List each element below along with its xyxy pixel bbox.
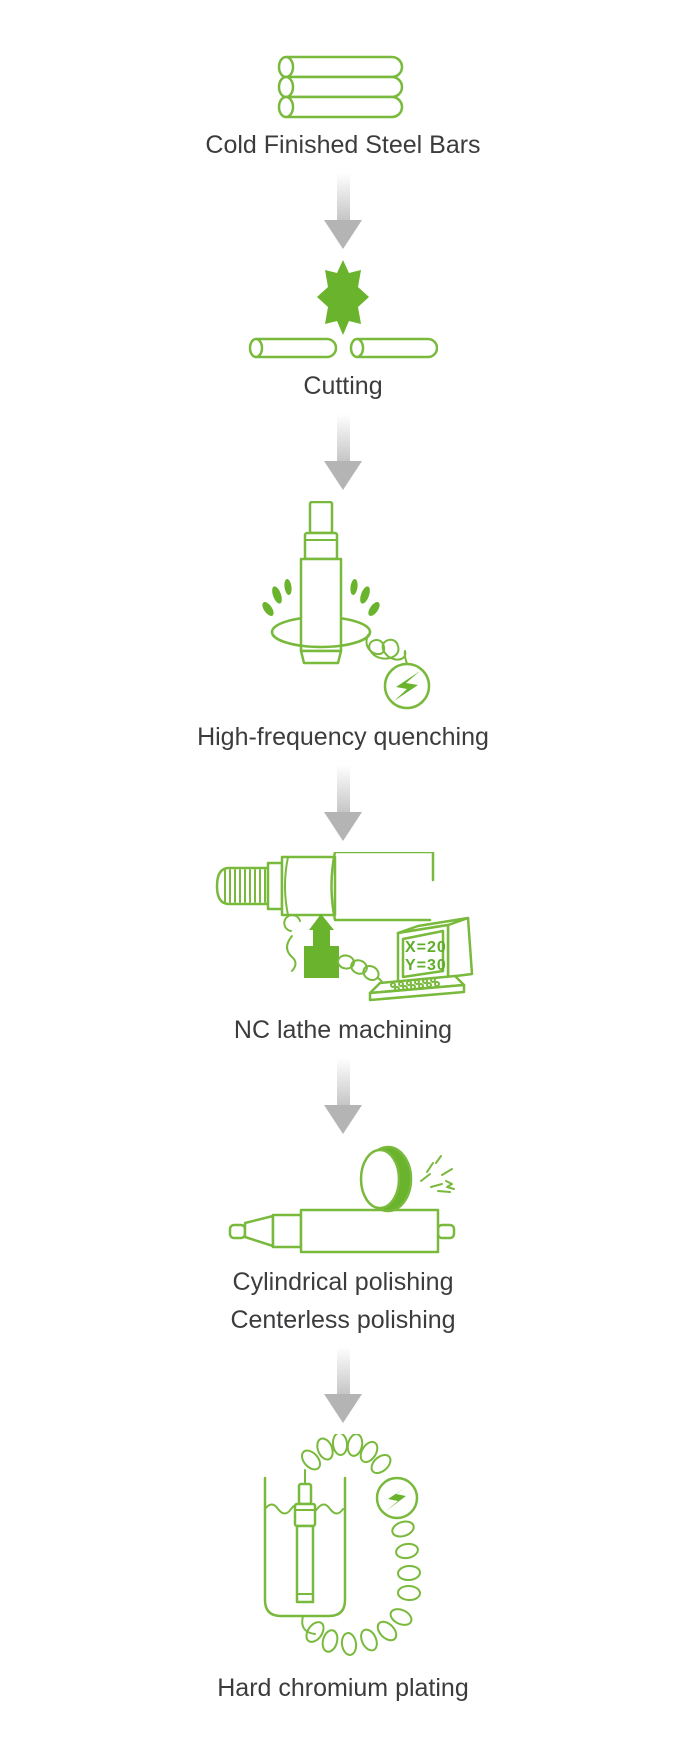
step-label: NC lathe machining xyxy=(233,1016,453,1044)
plating-icon xyxy=(263,1434,421,1656)
nc-lathe-icon: X=20 Y=30 xyxy=(215,852,474,1002)
arrow-head xyxy=(324,812,362,841)
arrow-stem xyxy=(336,1058,350,1105)
polishing-icon xyxy=(228,1145,456,1254)
down-arrow xyxy=(324,765,362,841)
cutting-icon xyxy=(248,260,438,359)
arrow-stem xyxy=(336,414,350,461)
step-label: High-frequency quenching xyxy=(197,723,489,751)
step-label: Cutting xyxy=(303,372,383,400)
arrow-head xyxy=(324,220,362,249)
arrow-stem xyxy=(336,1347,350,1394)
down-arrow xyxy=(324,173,362,249)
arrow-stem xyxy=(336,173,350,220)
step-high-frequency-quenching: High-frequency quenching xyxy=(197,501,489,752)
arrow-head xyxy=(324,1105,362,1134)
step-polishing: Cylindrical polishing Centerless polishi… xyxy=(228,1145,458,1339)
arrow-head xyxy=(324,1394,362,1423)
nc-screen-line1: X=20 xyxy=(405,939,447,956)
steel-bars-icon xyxy=(277,55,404,119)
process-flow-diagram: Cold Finished Steel Bars Cutting xyxy=(197,55,489,1703)
step-label: Cold Finished Steel Bars xyxy=(205,131,481,159)
step-label: Cylindrical polishing xyxy=(232,1268,454,1296)
step-cutting: Cutting xyxy=(248,260,438,401)
arrow-head xyxy=(324,461,362,490)
step-nc-lathe-machining: X=20 Y=30 NC lathe machining xyxy=(212,852,474,1045)
nc-screen-line2: Y=30 xyxy=(405,957,447,974)
down-arrow xyxy=(324,414,362,490)
step-label: Hard chromium plating xyxy=(217,1674,469,1702)
step-hard-chromium-plating: Hard chromium plating xyxy=(217,1434,469,1703)
down-arrow xyxy=(324,1347,362,1423)
step-cold-finished-steel-bars: Cold Finished Steel Bars xyxy=(205,55,481,160)
down-arrow xyxy=(324,1058,362,1134)
quenching-icon xyxy=(262,501,431,710)
arrow-stem xyxy=(336,765,350,812)
step-label-secondary: Centerless polishing xyxy=(230,1306,456,1334)
